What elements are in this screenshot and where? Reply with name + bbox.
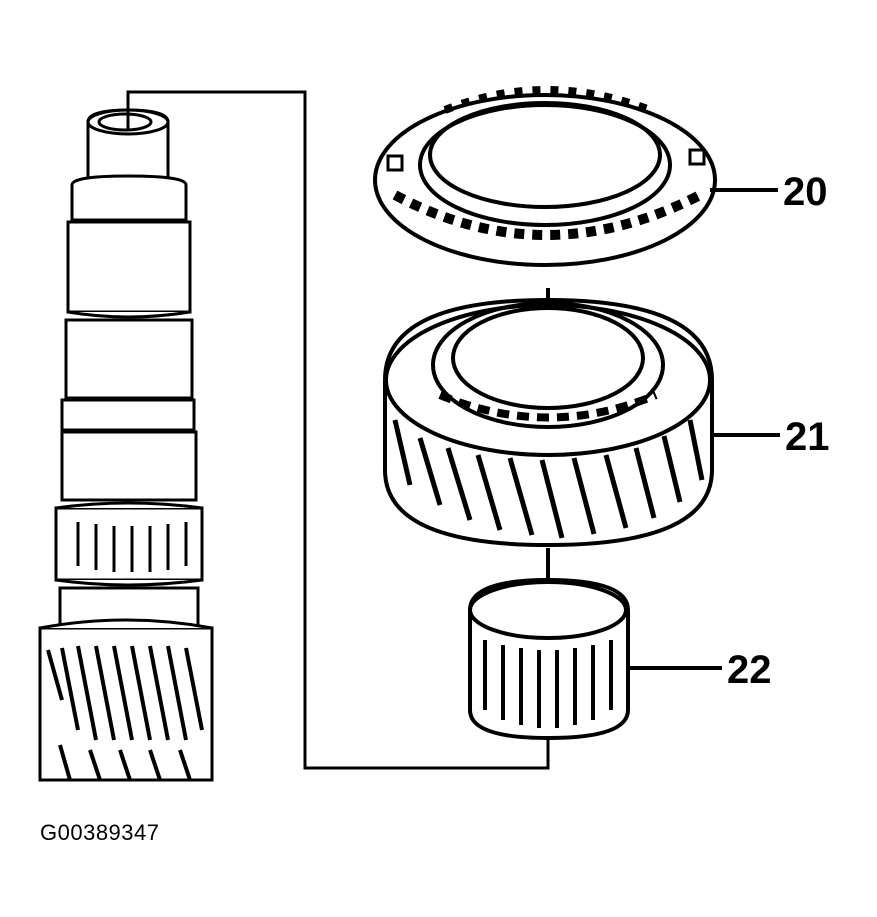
gear-teeth: [392, 391, 705, 539]
figure-id: G00389347: [40, 820, 160, 845]
callout-label-21: 21: [785, 415, 830, 459]
synchronizer-ring: [373, 93, 717, 267]
callout-20: 20: [710, 170, 828, 214]
gear: [383, 297, 714, 548]
callout-label-20: 20: [783, 170, 828, 214]
needle-bearing-rollers: [483, 640, 613, 728]
output-shaft: [38, 108, 214, 782]
assembly-path-line: [126, 90, 550, 770]
needle-bearing: [468, 577, 630, 741]
shaft-gear-teeth: [46, 645, 204, 781]
synchronizer-ring-teeth: [386, 86, 706, 240]
callout-label-22: 22: [727, 648, 772, 692]
shaft-bearing-rollers: [76, 522, 188, 572]
callout-21: 21: [712, 415, 830, 459]
callout-22: 22: [628, 648, 772, 692]
